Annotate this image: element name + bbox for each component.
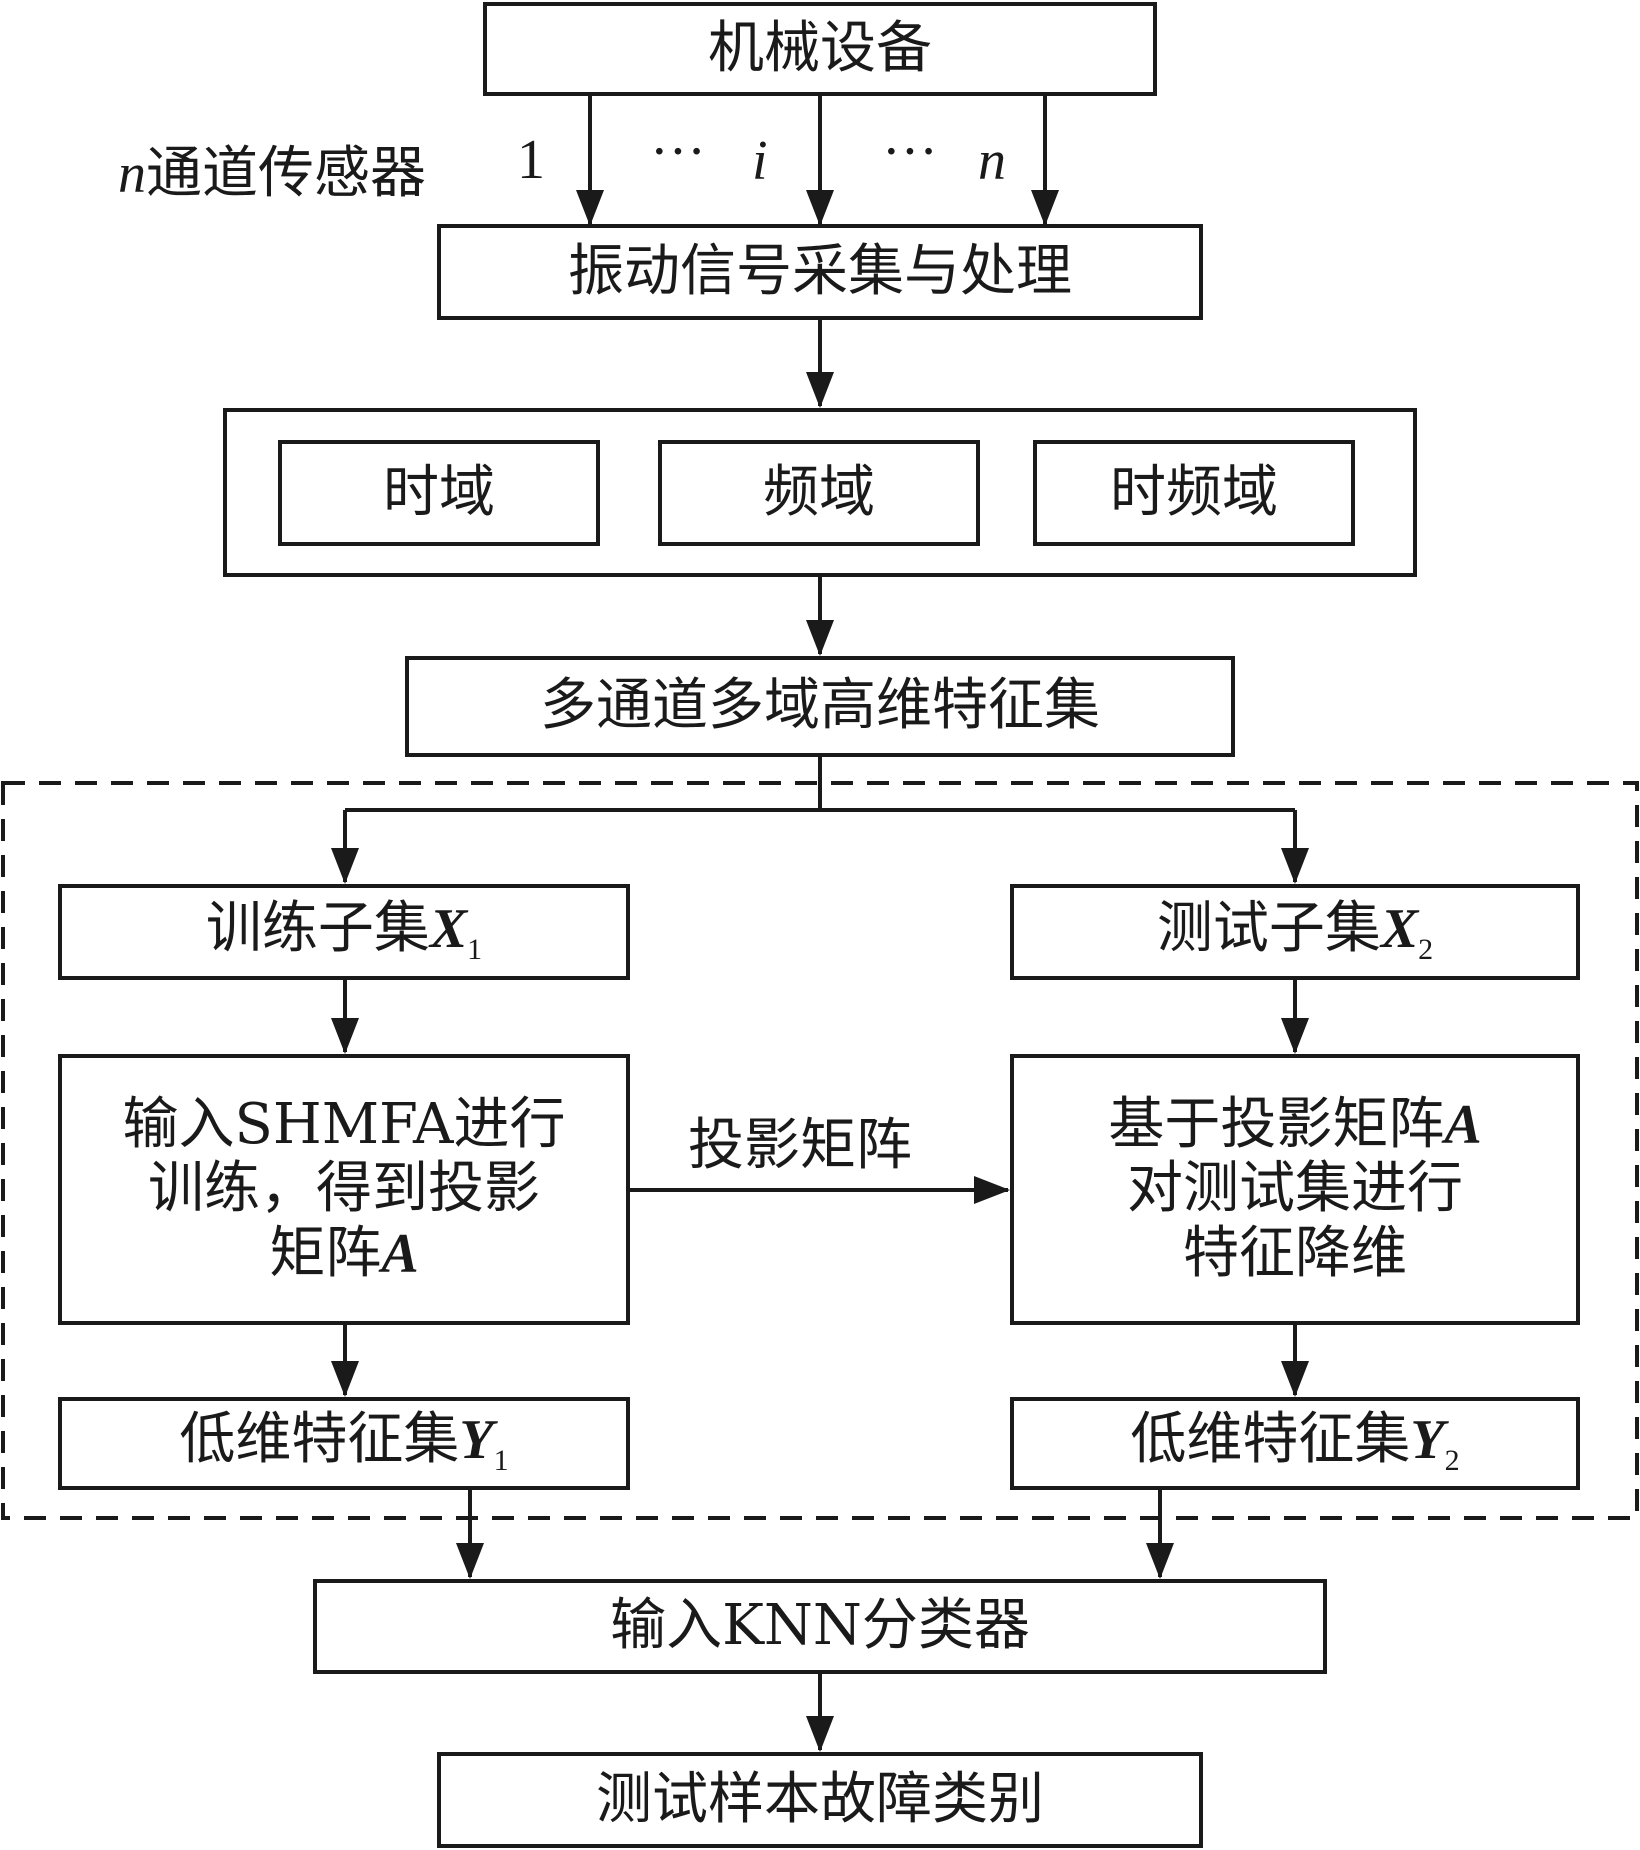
time-frequency-domain-box: 时频域 <box>1033 440 1355 546</box>
train-subset-box: 训练子集X1 <box>58 884 630 980</box>
machine-device-label: 机械设备 <box>708 15 932 81</box>
time-frequency-domain-label: 时频域 <box>1110 459 1278 525</box>
sensor-text: 通道传感器 <box>146 141 426 206</box>
time-domain-box: 时域 <box>278 440 600 546</box>
train-process-line2: 训练，得到投影 <box>148 1156 540 1222</box>
sensor-n-symbol: n <box>118 143 146 205</box>
ellipsis-1: ··· <box>650 121 706 183</box>
high-dim-feature-label: 多通道多域高维特征集 <box>540 673 1100 739</box>
train-process-line1: 输入SHMFA进行 <box>122 1091 566 1157</box>
time-domain-label: 时域 <box>383 459 495 525</box>
test-subset-box: 测试子集X2 <box>1010 884 1580 980</box>
test-subset-label: 测试子集X2 <box>1156 895 1434 966</box>
channel-n-label: n <box>978 130 1006 192</box>
train-process-box: 输入SHMFA进行 训练，得到投影 矩阵A <box>58 1054 630 1325</box>
ellipsis-2: ··· <box>882 121 938 183</box>
train-process-line3: 矩阵A <box>269 1220 419 1286</box>
signal-acquisition-label: 振动信号采集与处理 <box>568 238 1072 304</box>
low-dim-feature-label-1: 低维特征集Y1 <box>179 1407 509 1478</box>
test-process-line2: 对测试集进行 <box>1127 1156 1463 1222</box>
frequency-domain-box: 频域 <box>658 440 980 546</box>
knn-classifier-box: 输入KNN分类器 <box>313 1579 1327 1674</box>
sensor-label: n通道传感器 <box>118 128 426 209</box>
low-dim-feature-box-2: 低维特征集Y2 <box>1010 1397 1580 1490</box>
fault-category-label: 测试样本故障类别 <box>596 1766 1044 1832</box>
fault-category-box: 测试样本故障类别 <box>437 1752 1203 1848</box>
low-dim-feature-box-1: 低维特征集Y1 <box>58 1397 630 1490</box>
channel-i-label: i <box>752 130 768 192</box>
test-process-line3: 特征降维 <box>1183 1220 1407 1286</box>
machine-device-box: 机械设备 <box>483 2 1157 96</box>
low-dim-feature-label-2: 低维特征集Y2 <box>1130 1407 1460 1478</box>
high-dim-feature-box: 多通道多域高维特征集 <box>405 656 1235 757</box>
signal-acquisition-box: 振动信号采集与处理 <box>437 224 1203 320</box>
train-subset-label: 训练子集X1 <box>205 895 483 966</box>
channel-1-label: 1 <box>517 129 545 191</box>
test-process-box: 基于投影矩阵A 对测试集进行 特征降维 <box>1010 1054 1580 1325</box>
knn-classifier-label: 输入KNN分类器 <box>610 1593 1030 1659</box>
frequency-domain-label: 频域 <box>763 459 875 525</box>
dashed-region <box>1 781 1639 1520</box>
test-process-line1: 基于投影矩阵A <box>1108 1091 1482 1157</box>
projection-matrix-label: 投影矩阵 <box>688 1113 912 1178</box>
